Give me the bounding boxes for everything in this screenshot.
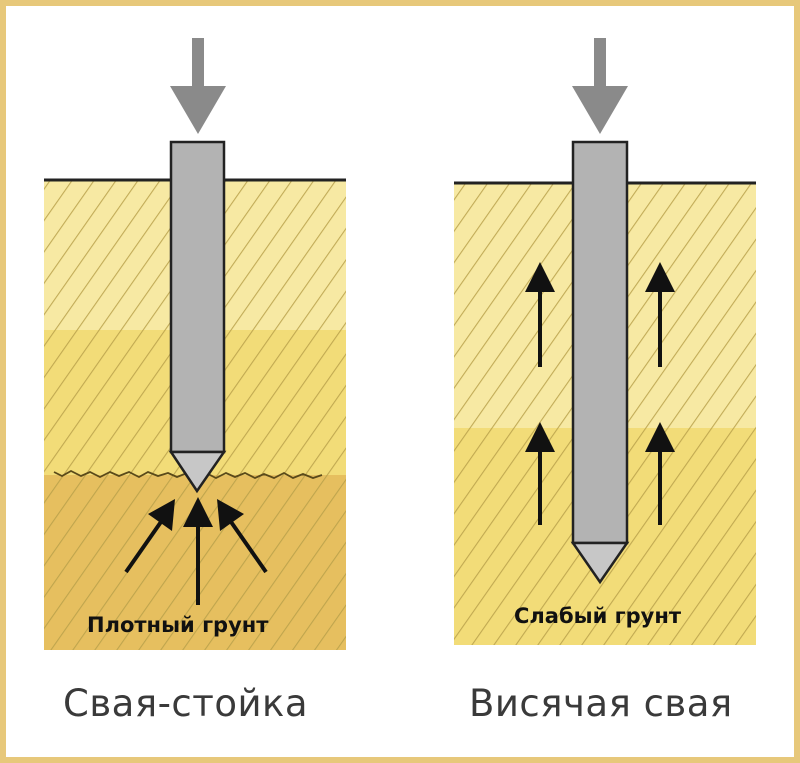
left-pile [168,140,227,494]
right-soil-label: Слабый грунт [514,604,682,628]
right-load-arrow-icon [572,38,628,134]
left-load-arrow-icon [170,38,226,134]
right-pile-tip [570,541,630,585]
right-caption: Висячая свая [469,682,733,725]
up-arrow-icon [645,262,675,367]
up-arrow-icon [645,422,675,525]
left-soil-label: Плотный грунт [87,613,269,637]
up-arrow-icon [183,497,213,605]
left-pile-shaft [169,140,226,454]
up-arrow-icon [217,499,268,574]
left-pile-tip [168,450,227,494]
right-pile [570,140,630,585]
up-arrow-icon [124,499,175,574]
right-pile-shaft [571,140,629,545]
up-arrow-icon [525,262,555,367]
up-arrow-icon [525,422,555,525]
left-reaction-arrows [124,497,268,605]
left-caption: Свая-стойка [63,682,309,725]
right-friction-arrows [525,262,675,525]
